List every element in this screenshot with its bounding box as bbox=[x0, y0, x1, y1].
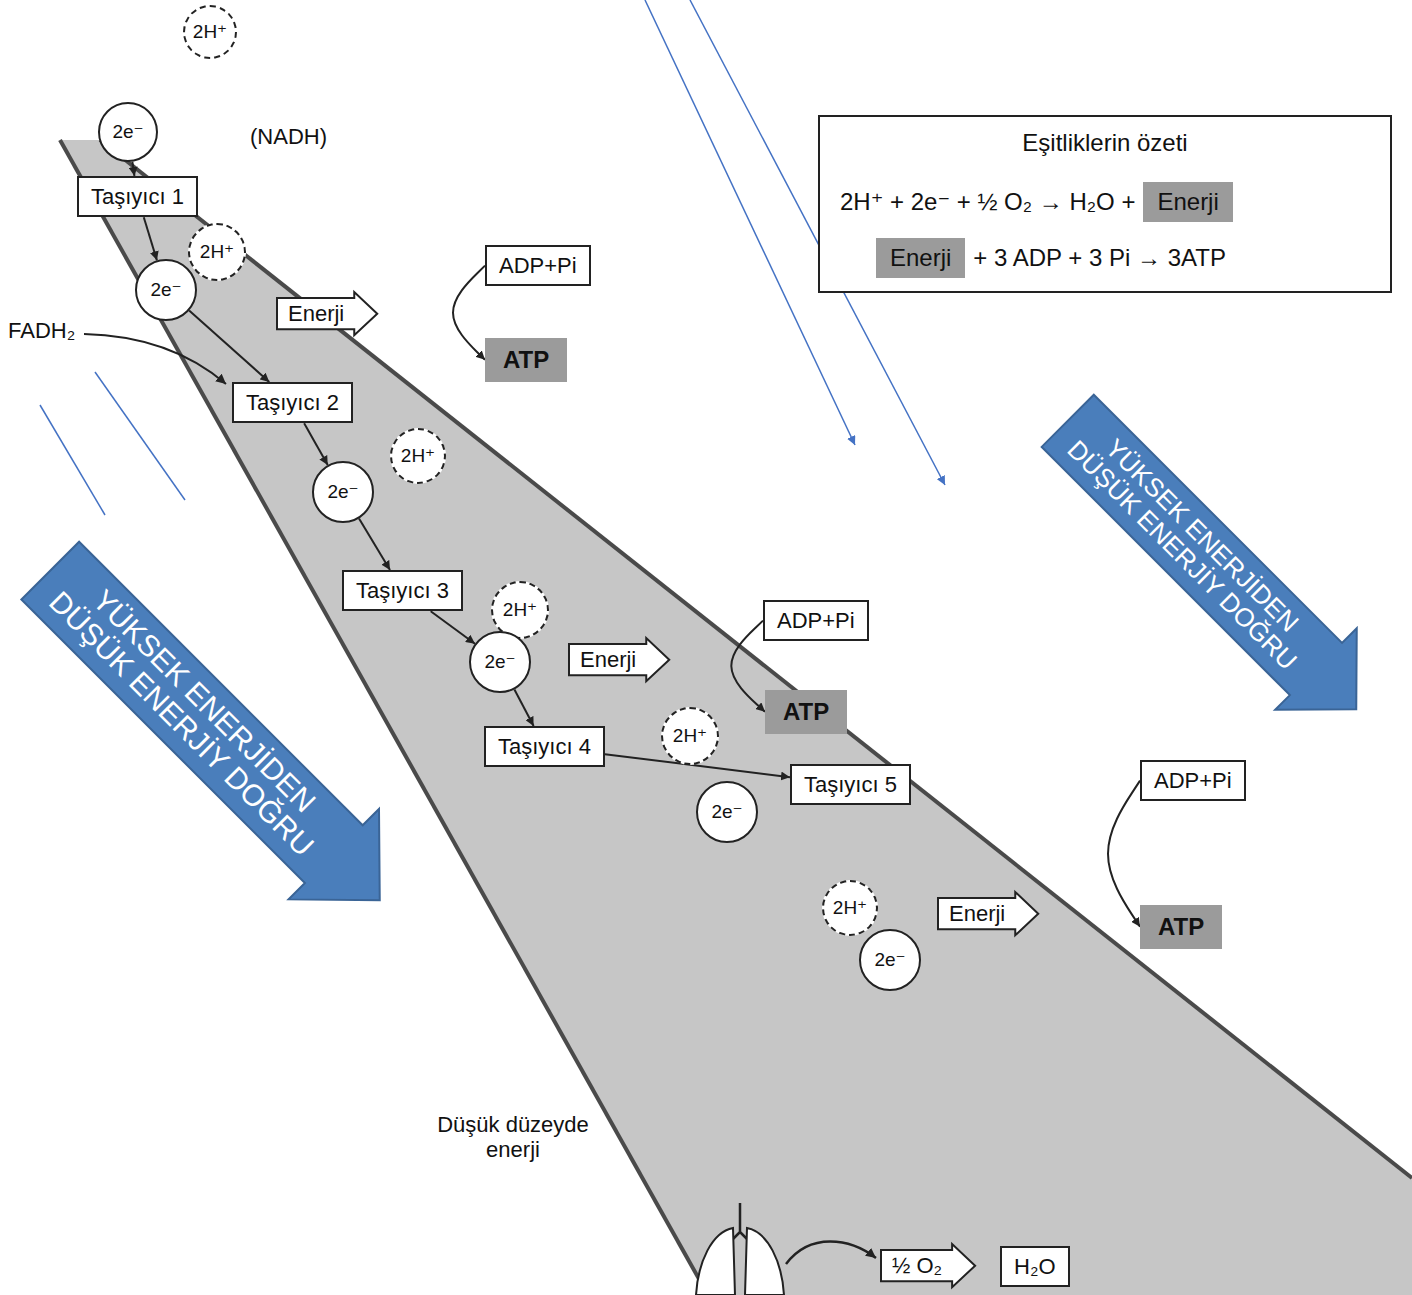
arrow-outline bbox=[1027, 380, 1397, 750]
node-text: 2H⁺ bbox=[401, 445, 435, 467]
electron-circle: 2e⁻ bbox=[696, 781, 758, 843]
electron-circle: 2e⁻ bbox=[98, 102, 158, 162]
node-text: 2e⁻ bbox=[150, 279, 181, 301]
atp-box: ATP bbox=[765, 690, 847, 734]
energy-arrow: Enerji bbox=[937, 892, 1039, 935]
node-text: YÜKSEK ENERJİDEN DÜŞÜK ENERJİY DOĞRU bbox=[1056, 409, 1329, 682]
energy-arrow: Enerji bbox=[276, 292, 378, 335]
flow-arrow bbox=[132, 162, 134, 176]
leader-line bbox=[95, 372, 185, 500]
label-text: Düşük düzeyde enerji bbox=[428, 1112, 598, 1163]
label-text: FADH₂ bbox=[8, 318, 75, 343]
process-box: Taşıyıcı 2 bbox=[232, 382, 353, 423]
node-text: Taşıyıcı 3 bbox=[356, 578, 449, 603]
node-text: ATP bbox=[783, 698, 829, 726]
node-text: ADP+Pi bbox=[499, 253, 577, 278]
lung bbox=[696, 1228, 735, 1295]
process-box: Taşıyıcı 5 bbox=[790, 764, 911, 805]
node-text: 2H⁺ bbox=[200, 241, 234, 263]
electron-circle: 2e⁻ bbox=[469, 631, 531, 693]
proton-circle: 2H⁺ bbox=[822, 880, 878, 936]
node-text: 2H⁺ bbox=[503, 599, 537, 621]
process-box: H₂O bbox=[1000, 1246, 1070, 1287]
node-text: YÜKSEK ENERJİDEN DÜŞÜK ENERJİY DOĞRU bbox=[35, 555, 350, 870]
flow-arrow bbox=[1108, 781, 1140, 927]
arrow-outline bbox=[569, 638, 669, 681]
atp-box: ATP bbox=[1140, 905, 1222, 949]
fadh2-arrow bbox=[84, 334, 226, 384]
summary-box: Eşitliklerin özetiEnerjiEnerji2H⁺ + 2e⁻ … bbox=[818, 115, 1392, 293]
node-text: 2e⁻ bbox=[112, 121, 143, 143]
proton-circle: 2H⁺ bbox=[188, 223, 246, 281]
label-text: + 3 ADP + 3 Pi → 3ATP bbox=[973, 244, 1226, 272]
energy-box: Enerji bbox=[1143, 182, 1232, 222]
node-text: Enerji bbox=[288, 301, 344, 326]
flow-arrow bbox=[431, 611, 475, 643]
leader-line bbox=[40, 405, 105, 515]
node-text: ADP+Pi bbox=[777, 608, 855, 633]
proton-circle: 2H⁺ bbox=[661, 707, 719, 765]
direction-arrow: YÜKSEK ENERJİDEN DÜŞÜK ENERJİY DOĞRU bbox=[1039, 392, 1386, 739]
label-text: 2H⁺ + 2e⁻ + ½ O₂ → H₂O + bbox=[840, 188, 1135, 216]
arrow-outline bbox=[277, 292, 377, 335]
node-text: Enerji bbox=[890, 244, 951, 272]
node-text: 2e⁻ bbox=[327, 481, 358, 503]
arrow-outline bbox=[938, 892, 1038, 935]
node-text: 2H⁺ bbox=[833, 897, 867, 919]
flow-arrow bbox=[453, 266, 485, 360]
oxygen-arrow bbox=[786, 1242, 876, 1265]
process-box: ADP+Pi bbox=[1140, 760, 1246, 801]
atp-box: ATP bbox=[485, 338, 567, 382]
flow-arrow bbox=[359, 519, 390, 570]
node-text: H₂O bbox=[1014, 1254, 1056, 1279]
node-text: Enerji bbox=[949, 901, 1005, 926]
node-text: 2e⁻ bbox=[484, 651, 515, 673]
node-text: ATP bbox=[1158, 913, 1204, 941]
arrow-outline bbox=[881, 1244, 975, 1287]
proton-circle: 2H⁺ bbox=[390, 428, 446, 484]
energy-band bbox=[60, 140, 1412, 1295]
electron-circle: 2e⁻ bbox=[859, 929, 921, 991]
flow-arrow bbox=[514, 689, 533, 726]
process-box: ADP+Pi bbox=[485, 245, 591, 286]
node-text: Taşıyıcı 1 bbox=[91, 184, 184, 209]
node-text: 2H⁺ bbox=[673, 725, 707, 747]
node-text: ATP bbox=[503, 346, 549, 374]
node-text: ADP+Pi bbox=[1154, 768, 1232, 793]
electron-circle: 2e⁻ bbox=[312, 461, 374, 523]
node-text: Taşıyıcı 4 bbox=[498, 734, 591, 759]
node-text: 2e⁻ bbox=[874, 949, 905, 971]
proton-circle: 2H⁺ bbox=[183, 5, 237, 59]
node-text: Enerji bbox=[1157, 188, 1218, 216]
flow-arrow bbox=[304, 423, 328, 465]
flow-arrow bbox=[144, 217, 157, 260]
energy-arrow: Enerji bbox=[568, 638, 670, 681]
electron-circle: 2e⁻ bbox=[135, 259, 197, 321]
process-box: Taşıyıcı 4 bbox=[484, 726, 605, 767]
process-box: Taşıyıcı 3 bbox=[342, 570, 463, 611]
energy-box: Enerji bbox=[876, 238, 965, 278]
band-edge bbox=[100, 140, 1412, 1178]
flow-arrow bbox=[731, 621, 765, 712]
node-text: ½ O₂ bbox=[892, 1253, 942, 1278]
node-text: 2e⁻ bbox=[711, 801, 742, 823]
lung bbox=[745, 1228, 784, 1295]
process-box: ADP+Pi bbox=[763, 600, 869, 641]
process-box: Taşıyıcı 1 bbox=[77, 176, 198, 217]
node-text: Enerji bbox=[580, 647, 636, 672]
arrow-outline bbox=[5, 525, 425, 945]
flow-arrow bbox=[189, 311, 269, 382]
oxygen-arrow-box: ½ O₂ bbox=[880, 1244, 976, 1287]
node-text: 2H⁺ bbox=[193, 21, 227, 43]
node-text: Eşitliklerin özeti bbox=[820, 117, 1390, 157]
label-text: (NADH) bbox=[250, 124, 327, 149]
node-text: Taşıyıcı 5 bbox=[804, 772, 897, 797]
node-text: Taşıyıcı 2 bbox=[246, 390, 339, 415]
